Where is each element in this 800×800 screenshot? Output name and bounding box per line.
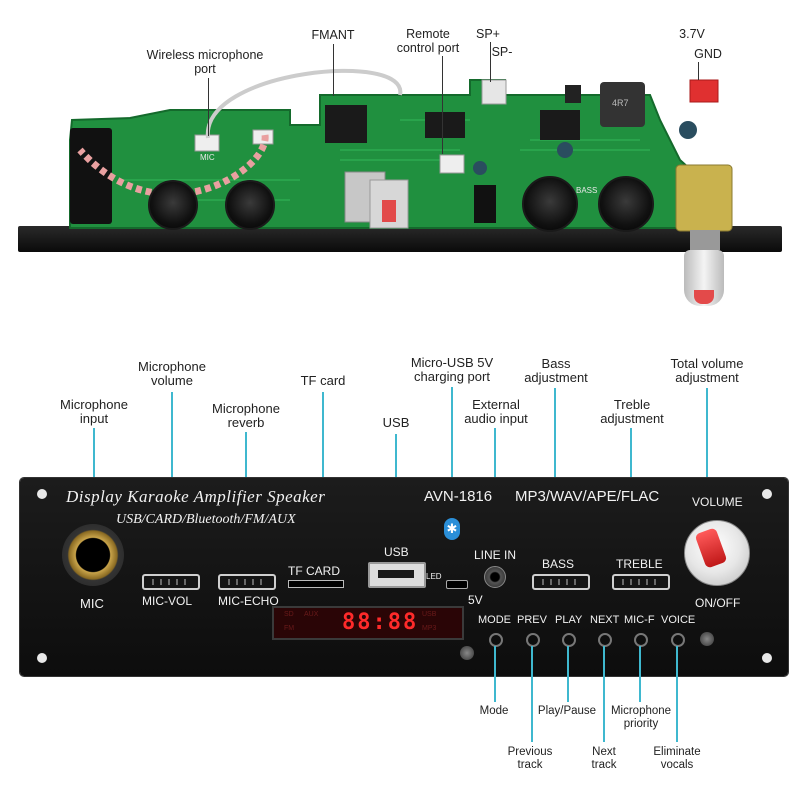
metal-backplate [18,226,782,252]
mode-button[interactable] [489,633,503,647]
label-sp-minus: SP- [491,45,513,59]
label-wireless-mic-port: Wireless microphone port [146,48,264,76]
mount-hole-bottom-left [37,653,47,663]
leader-prev [531,646,533,742]
leader-next [603,646,605,742]
callout-mic-priority: Microphone priority [610,705,672,730]
prev-label: PREV [517,614,547,626]
callout-bass-adjustment: Bass adjustment [524,356,588,385]
label-3-7v: 3.7V [679,27,705,41]
line-in-label: LINE IN [474,548,517,562]
callout-external-audio: External audio input [464,397,528,426]
callout-mode: Mode [479,705,509,717]
bluetooth-icon: ✱ [444,518,460,540]
label-gnd: GND [694,47,722,61]
panel-formats: MP3/WAV/APE/FLAC [515,488,660,505]
pcb-mic-silkscreen: MIC [200,153,215,162]
panel-model: AVN-1816 [424,488,493,505]
callout-micro-usb: Micro-USB 5V charging port [410,355,494,384]
callout-next-track: Next track [591,746,617,771]
mic-echo-label: MIC-ECHO [218,594,279,608]
callout-microphone-reverb: Microphone reverb [212,401,280,430]
leader-tf-card [322,392,324,560]
mic-echo-slider[interactable] [218,574,276,590]
mic-label: MIC [80,596,104,611]
panel-screw-left [460,646,474,660]
display-mp3-indicator: MP3 [422,625,437,632]
mic-vol-slider[interactable] [142,574,200,590]
mount-hole-top-right [762,489,772,499]
leader-fmant [333,44,334,96]
usb-label: USB [384,545,409,559]
next-button[interactable] [598,633,612,647]
pcb-bass-pot [522,176,578,232]
leader-total-volume [706,388,708,538]
display-aux-indicator: AUX [304,611,319,618]
led-label: LED [426,572,442,581]
display-fm-indicator: FM [284,625,295,632]
callout-total-volume: Total volume adjustment [670,356,744,385]
volume-label: VOLUME [692,495,743,509]
leader-mode [494,646,496,702]
callout-microphone-volume: Microphone volume [138,359,206,388]
callout-microphone-input: Microphone input [60,397,128,426]
callout-treble-adjustment: Treble adjustment [600,397,664,426]
mode-label: MODE [478,614,511,626]
mount-hole-bottom-right [762,653,772,663]
callout-eliminate-vocals: Eliminate vocals [653,746,701,771]
callout-previous-track: Previous track [507,746,553,771]
mount-hole-top-left [37,489,47,499]
tf-card-label: TF CARD [288,564,340,578]
tf-card-slot[interactable] [288,580,344,588]
mic-vol-label: MIC-VOL [142,594,193,608]
line-in-jack[interactable] [484,566,506,588]
voice-label: VOICE [661,614,696,626]
label-remote-control-port: Remote control port [396,27,460,55]
play-button[interactable] [562,633,576,647]
mic-jack[interactable] [62,524,124,586]
micro-usb-port[interactable] [446,580,468,589]
callout-tf-card: TF card [300,373,346,388]
bass-slider[interactable] [532,574,590,590]
pcb-bass-silkscreen: BASS [576,186,598,195]
prev-button[interactable] [526,633,540,647]
usb-port[interactable] [368,562,426,588]
five-v-label: 5V [468,593,483,607]
pcb-chip-silkscreen: 4R7 [612,98,629,108]
play-label: PLAY [555,614,583,626]
on-off-label: ON/OFF [695,596,741,610]
next-label: NEXT [590,614,620,626]
mic-f-label: MIC-F [624,614,655,626]
panel-subtitle: USB/CARD/Bluetooth/FM/AUX [116,512,296,527]
pcb-mic-vol-pot [148,180,198,230]
leader-voice [676,646,678,742]
label-fmant: FMANT [311,28,355,42]
callout-usb: USB [382,415,410,430]
leader-mic-f [639,646,641,702]
display-usb-indicator: USB [422,611,437,618]
pcb-mic-echo-pot [225,180,275,230]
led-display: SD AUX FM USB MP3 88:88 [272,606,464,640]
panel-title: Display Karaoke Amplifier Speaker [66,487,326,506]
display-sd-indicator: SD [284,611,294,618]
label-sp-plus: SP+ [476,27,500,41]
treble-slider[interactable] [612,574,670,590]
leader-remote-control [442,56,443,154]
pcb-volume-knob-tip [694,290,714,304]
callout-play-pause: Play/Pause [537,705,597,717]
leader-power [698,62,699,80]
panel-screw-right [700,632,714,646]
voice-button[interactable] [671,633,685,647]
bass-label: BASS [542,557,575,571]
treble-label: TREBLE [616,557,663,571]
display-digits: 88:88 [342,610,419,635]
mic-f-button[interactable] [634,633,648,647]
leader-sp [490,42,491,82]
pcb-treble-pot [598,176,654,232]
leader-wireless-mic [208,78,209,136]
leader-play [567,646,569,702]
